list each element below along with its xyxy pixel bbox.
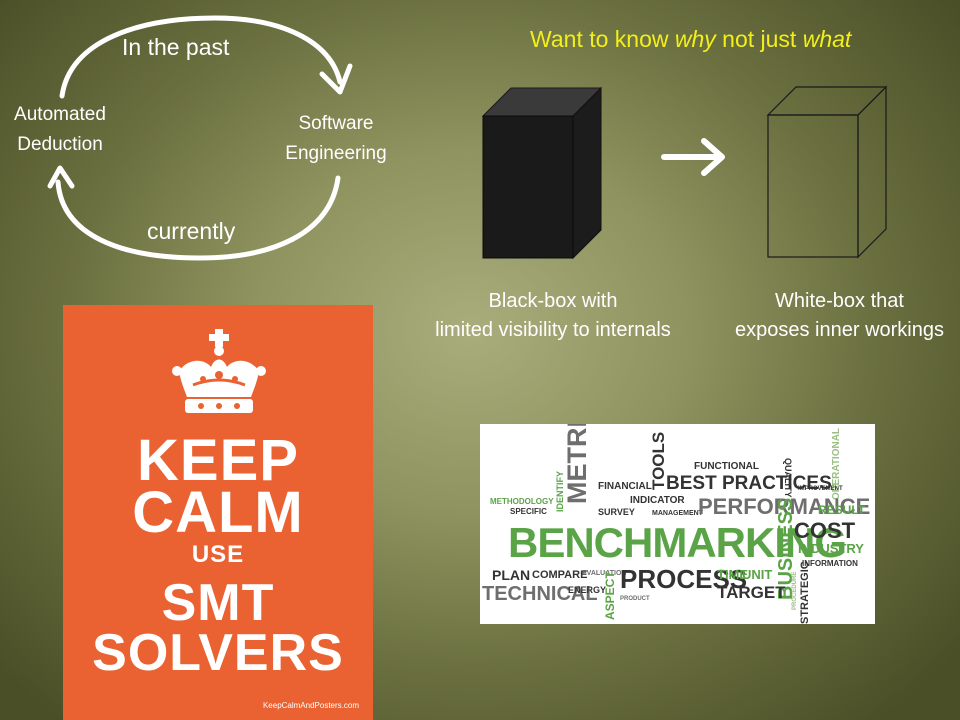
word: TECHNICAL [482,583,598,605]
word: COST [794,518,856,543]
crown-icon [172,329,266,413]
word: BENCHMARKING [508,519,847,566]
top-arrowhead [319,63,353,95]
white-box-caption: White-box that exposes inner workings [712,287,960,345]
word: STRATEGIC [799,561,811,624]
poster-footer: KeepCalmAndPosters.com [262,701,359,710]
keep-calm-poster: KEEP CALM USE SMT SOLVERS KeepCalmAndPos… [63,305,373,720]
caption-line: White-box that [775,290,904,312]
word: EVALUATION [582,570,627,577]
node-line: Automated [14,104,106,125]
word: PRODUCT [620,596,650,602]
headline: Want to know why not just what [530,26,851,53]
word: ENERGY [568,585,607,595]
word: PROCEDURE [792,571,798,610]
word: INFORMATION [802,559,858,568]
caption-line: exposes inner workings [735,319,944,341]
word: SURVEY [598,507,635,517]
headline-why: why [674,26,716,52]
benchmarking-word-cloud: METRICS TOOLS FUNCTIONAL QUALITY OPERATI… [480,424,875,624]
poster-calm: CALM [132,480,304,545]
arrow-right-icon [661,138,725,176]
word: PROCESS [620,564,748,594]
word: TIME [717,567,749,582]
word: TOOLS [649,431,668,490]
node-line: Engineering [285,143,387,164]
word: IMPROVEMENT [798,486,843,492]
node-line: Software [298,113,374,134]
black-box-caption: Black-box with limited visibility to int… [400,287,706,345]
word: UNIT [742,567,773,582]
word: FINANCIAL [598,481,652,492]
word: METRICS [562,424,592,504]
node-software-engineering: Software Engineering [270,109,402,169]
word: FUNCTIONAL [694,461,759,472]
word: IDENTIFY [555,470,565,512]
cycle-bottom-label: currently [147,218,236,244]
word: PLAN [492,567,531,583]
word: RESULT [818,503,866,517]
headline-what: what [802,26,852,52]
cycle-top-label: In the past [122,34,230,60]
word: INDUSTRY [798,541,864,556]
caption-line: limited visibility to internals [435,319,671,341]
cycle-diagram [47,15,353,261]
word: SPECIFIC [510,507,547,516]
poster-keep: KEEP [137,428,299,493]
word: TARGET [717,583,786,602]
caption-line: Black-box with [488,290,618,312]
top-arc [59,15,343,99]
word: INDICATOR [630,495,685,506]
white-box [766,85,888,259]
word: BEST PRACTICES [666,473,832,494]
bottom-arrowhead [47,165,75,189]
poster-solvers: SOLVERS [92,624,344,682]
word: ASPECT [603,571,617,620]
poster-smt: SMT [161,574,275,632]
word: MANAGEMENT [652,510,703,517]
poster-use: USE [191,541,245,568]
word: COMPARE [532,569,588,581]
headline-part2: not just [715,26,803,52]
bottom-arc [55,175,341,261]
black-box [481,86,603,260]
word: PERFORMANCE [698,494,871,519]
word: METHODOLOGY [490,497,554,506]
node-line: Deduction [17,134,103,155]
headline-part1: Want to know [530,26,675,52]
node-automated-deduction: Automated Deduction [0,100,120,160]
